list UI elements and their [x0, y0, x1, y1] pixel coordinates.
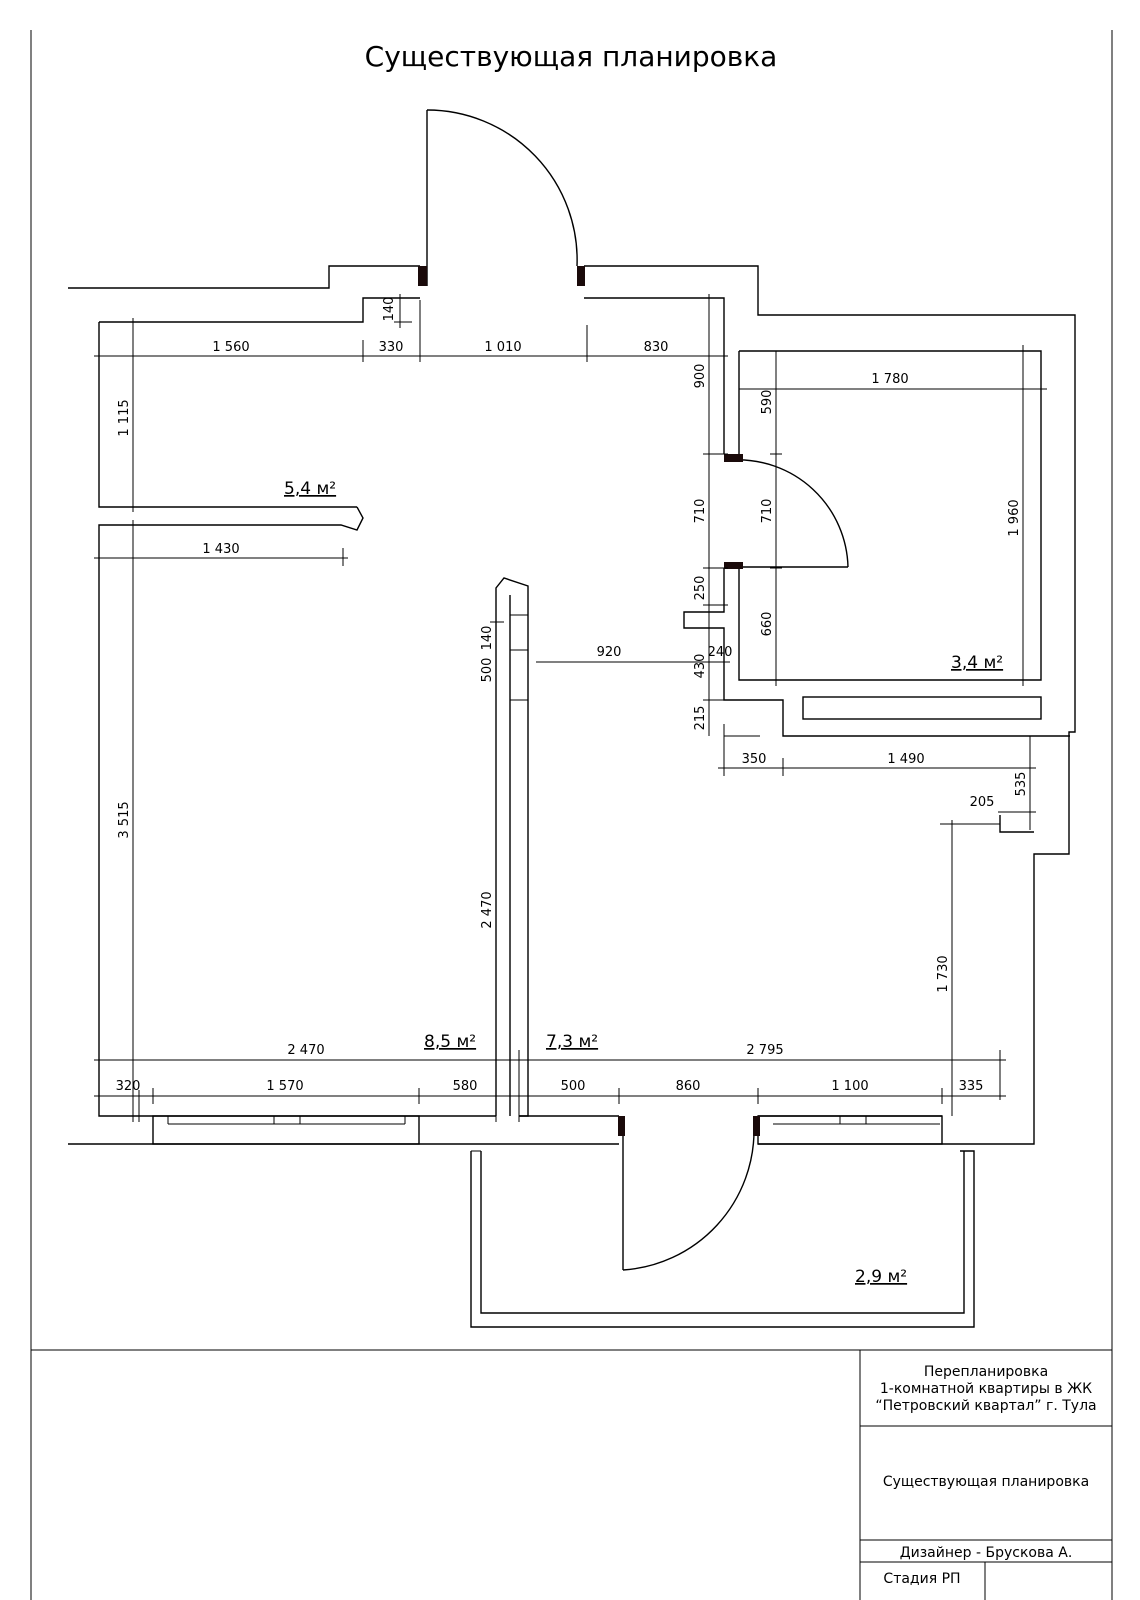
dim-label: 1 960 — [1007, 499, 1022, 536]
walls — [68, 265, 1076, 1328]
dim-label: 535 — [1014, 772, 1029, 797]
title-block: Перепланировка 1-комнатной квартиры в ЖК… — [859, 1350, 1112, 1600]
dim-label: 215 — [693, 706, 708, 731]
title-block-project-line1: Перепланировка — [924, 1364, 1048, 1380]
area-label-balcony: 2,9 м² — [855, 1267, 907, 1287]
door-jamb — [724, 562, 743, 569]
dim-label: 140 — [480, 626, 495, 651]
door-jamb — [418, 266, 427, 286]
dim-label: 660 — [760, 612, 775, 637]
dimension-lines — [94, 294, 1047, 1122]
dim-label: 330 — [379, 340, 404, 355]
dim-label: 1 780 — [871, 372, 908, 387]
title-block-stage: Стадия РП — [883, 1571, 960, 1587]
area-label-hall: 5,4 м² — [284, 479, 336, 499]
area-label-bathroom: 3,4 м² — [951, 653, 1003, 673]
dim-label: 1 430 — [202, 542, 239, 557]
dim-label: 860 — [676, 1079, 701, 1094]
dim-label: 1 730 — [936, 955, 951, 992]
door-jamb — [724, 454, 743, 462]
dim-label: 250 — [693, 576, 708, 601]
door-jamb — [618, 1116, 625, 1136]
dim-label: 500 — [561, 1079, 586, 1094]
dim-label: 1 115 — [117, 399, 132, 436]
dim-label: 830 — [644, 340, 669, 355]
title-block-designer: Дизайнер - Брускова А. — [900, 1545, 1073, 1561]
drawing-title: Существующая планировка — [365, 40, 778, 73]
dim-label: 240 — [708, 645, 733, 660]
title-block-project-line2: 1-комнатной квартиры в ЖК — [880, 1381, 1092, 1397]
dim-label: 1 010 — [484, 340, 521, 355]
door-jamb — [753, 1116, 760, 1136]
dim-label: 710 — [760, 499, 775, 524]
dim-label: 920 — [597, 645, 622, 660]
dim-label: 2 470 — [287, 1043, 324, 1058]
dim-label: 140 — [382, 297, 397, 322]
sheet-frame — [30, 30, 1113, 1600]
dim-label: 335 — [959, 1079, 984, 1094]
dim-label: 590 — [760, 390, 775, 415]
dim-label: 350 — [742, 752, 767, 767]
title-block-project-line3: “Петровский квартал” г. Тула — [875, 1398, 1096, 1414]
dim-label: 320 — [116, 1079, 141, 1094]
dim-label: 580 — [453, 1079, 478, 1094]
dim-label: 710 — [693, 499, 708, 524]
dim-label: 205 — [970, 795, 995, 810]
dim-label: 1 100 — [831, 1079, 868, 1094]
dim-label: 430 — [693, 654, 708, 679]
area-label-kitchen: 7,3 м² — [546, 1032, 598, 1052]
dimension-labels: 1 560 330 1 010 830 140 1 115 1 430 3 51… — [116, 297, 1029, 1094]
door-jamb — [577, 266, 585, 286]
area-label-room: 8,5 м² — [424, 1032, 476, 1052]
doors — [418, 109, 849, 1271]
dim-label: 1 560 — [212, 340, 249, 355]
title-block-sheet-name: Существующая планировка — [883, 1474, 1089, 1490]
dim-label: 500 — [480, 658, 495, 683]
dim-label: 2 795 — [746, 1043, 783, 1058]
dim-label: 2 470 — [480, 891, 495, 928]
room-areas: 5,4 м² 3,4 м² 8,5 м² 7,3 м² 2,9 м² — [284, 479, 1003, 1287]
dim-label: 1 490 — [887, 752, 924, 767]
dim-label: 3 515 — [117, 801, 132, 838]
dim-label: 900 — [693, 364, 708, 389]
dim-label: 1 570 — [266, 1079, 303, 1094]
